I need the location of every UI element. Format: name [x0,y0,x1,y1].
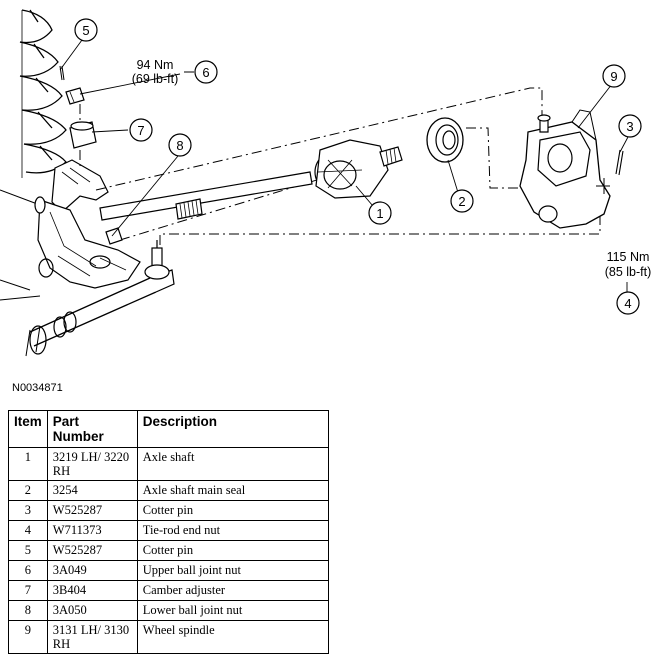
cotter-pin-upper [59,65,65,81]
cell-part: 3131 LH/ 3130 RH [46,620,138,654]
cell-desc: Axle shaft [136,447,330,481]
lower-ball-joint-nut [105,227,123,245]
callout-3-number: 3 [626,119,633,134]
cell-part: 3A049 [46,560,138,581]
callout-6: 6 [194,60,218,84]
callout-8: 8 [168,133,192,157]
cell-desc: Tie-rod end nut [136,520,330,541]
callout-3: 3 [618,114,642,138]
exploded-view-diagram: 5 6 7 8 1 2 3 9 4 94 Nm (69 lb-ft) 115 N… [0,9,652,357]
camber-adjuster [69,121,97,149]
axle-shaft [99,139,403,221]
callout-4-number: 4 [624,296,631,311]
cell-item: 6 [8,560,48,581]
callout-9: 9 [602,64,626,88]
table-header-row: Item Part Number Description [8,410,330,448]
cell-desc: Upper ball joint nut [136,560,330,581]
cotter-pin-lower [615,149,624,176]
callout-6-number: 6 [202,65,209,80]
callout-5: 5 [74,18,98,42]
callout-7: 7 [129,118,153,142]
header-item: Item [8,410,48,448]
torque-lower-lbft: (85 lb-ft) [605,265,652,279]
cell-desc: Cotter pin [136,540,330,561]
torque-lower-nm: 115 Nm [607,250,650,264]
cell-part: 3254 [46,480,138,501]
cell-item: 1 [8,447,48,481]
cell-item: 4 [8,520,48,541]
torque-upper-lbft: (69 lb-ft) [132,72,179,86]
callout-2: 2 [450,189,474,213]
callout-5-number: 5 [82,23,89,38]
axle-shaft-seal [426,117,464,163]
cell-part: 3B404 [46,580,138,601]
cell-item: 2 [8,480,48,501]
cell-desc: Camber adjuster [136,580,330,601]
leader-lines [59,39,629,292]
cell-item: 9 [8,620,48,654]
cell-part: 3A050 [46,600,138,621]
figure-id: N0034871 [12,382,63,394]
cell-part: W525287 [46,540,138,561]
tie-rod-end [144,240,170,280]
upper-arm [51,159,109,213]
cell-desc: Cotter pin [136,500,330,521]
suspension-assembly [0,9,175,357]
callout-9-number: 9 [610,69,617,84]
torque-upper-nm: 94 Nm [137,58,174,72]
callout-4: 4 [616,291,640,315]
cell-desc: Axle shaft main seal [136,480,330,501]
cell-part: W711373 [46,520,138,541]
cell-item: 3 [8,500,48,521]
cell-part: 3219 LH/ 3220 RH [46,447,138,481]
header-part-number: Part Number [46,410,138,448]
coil-spring [19,9,67,178]
header-description: Description [136,410,330,448]
cell-desc: Lower ball joint nut [136,600,330,621]
callout-8-number: 8 [176,138,183,153]
wheel-spindle [519,109,611,229]
callout-7-number: 7 [137,123,144,138]
callout-2-number: 2 [458,194,465,209]
cell-item: 7 [8,580,48,601]
callout-1-number: 1 [376,206,383,221]
cell-item: 5 [8,540,48,561]
cell-part: W525287 [46,500,138,521]
upper-ball-joint-nut [65,87,85,105]
torque-lower: 115 Nm (85 lb-ft) [605,250,652,279]
callout-1: 1 [368,201,392,225]
cell-item: 8 [8,600,48,621]
torque-upper: 94 Nm (69 lb-ft) [132,58,179,86]
cell-desc: Wheel spindle [136,620,330,654]
